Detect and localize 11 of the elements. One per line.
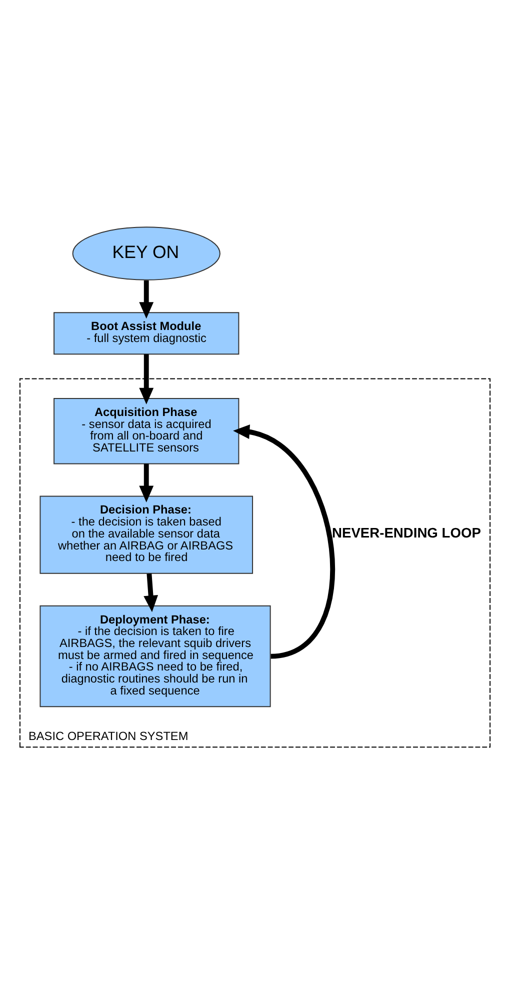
edge-label: NEVER-ENDING LOOP bbox=[332, 524, 481, 540]
arrow bbox=[233, 424, 335, 658]
arrow bbox=[139, 463, 154, 502]
node-box: Acquisition Phase - sensor data is acquired from all on-board and SATELLITE sensors bbox=[54, 398, 240, 464]
arrow bbox=[139, 280, 154, 318]
node-box: Decision Phase: - the decision is taken based on the available sensor data whether an AIRBAG or AIRBAGS need to be fired bbox=[40, 495, 254, 574]
arrow bbox=[144, 572, 158, 612]
node-ellipse: KEY ON bbox=[72, 226, 220, 280]
node-box: Deployment Phase: - if the decision is taken to fire AIRBAGS, the relevant squib drivers must be armed and fired in sequence - if no AIRBAGS need to be fired, diagnostic routines should be run in a fixed sequence bbox=[40, 604, 271, 707]
node-box: Boot Assist Module - full system diagnostic bbox=[54, 312, 240, 354]
arrow bbox=[139, 354, 154, 404]
